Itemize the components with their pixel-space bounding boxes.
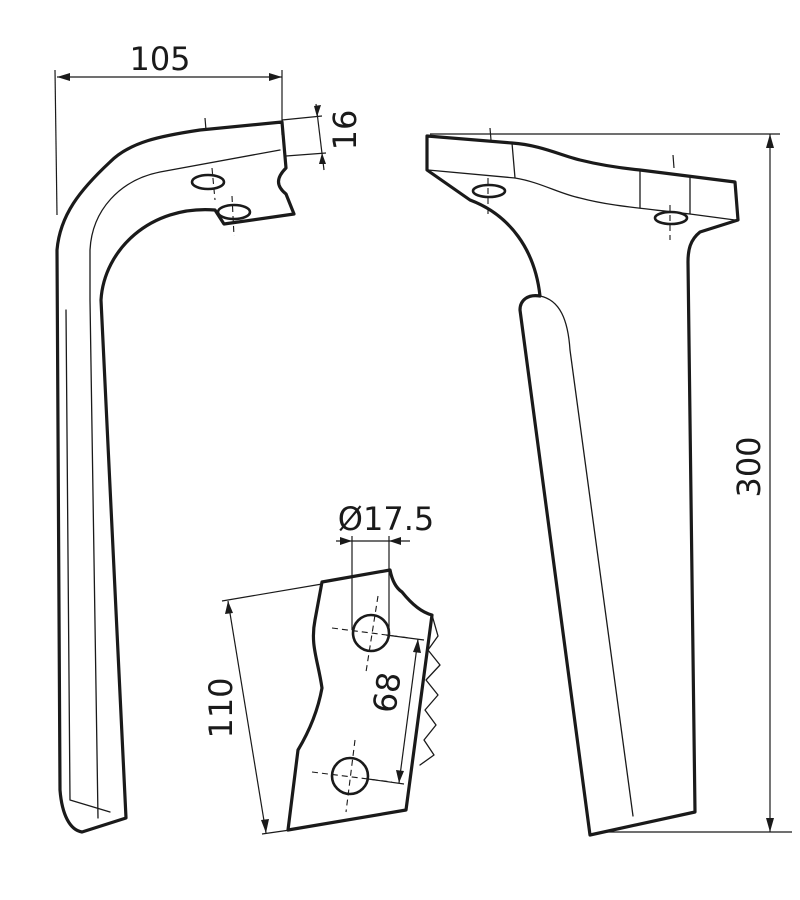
dim-thickness-arrow-bottom: [319, 153, 326, 164]
tine-front-inner-edge: [539, 295, 634, 817]
dim-height: 300: [430, 133, 792, 833]
tine-side-inner-edge: [89, 149, 281, 819]
dim-width-arrow-right: [269, 73, 282, 81]
side-hole-upper: [190, 173, 226, 191]
dim-spacing-arrow-top: [413, 639, 421, 653]
dim-height-arrow-bottom: [766, 818, 774, 832]
dim-thickness-arrow-top: [314, 105, 321, 117]
tine-side-inner-edge-2: [65, 309, 111, 813]
dim-spacing-label: 68: [365, 670, 408, 716]
tine-side-outline: [55, 120, 296, 834]
side-tick-mark: [204, 117, 207, 131]
plate-hole-bottom-center-h: [311, 771, 393, 783]
tine-front-outline: [425, 134, 740, 837]
dim-diameter-arrow-right: [389, 537, 401, 545]
dim-width-arrow-left: [57, 73, 70, 81]
tine-side-view: [55, 117, 296, 834]
dim-width: 105: [54, 40, 283, 216]
dim-thickness: 16: [281, 103, 364, 171]
dim-thickness-label: 16: [326, 110, 364, 151]
dim-diameter-arrow-left: [340, 537, 352, 545]
dim-width-ext-left: [54, 69, 58, 216]
plate-hole-top-center-v: [365, 595, 379, 673]
side-hole-lower: [216, 203, 252, 221]
dim-length-ext-top: [221, 583, 323, 602]
tine-front-top-face: [427, 169, 736, 221]
dim-hole-spacing: 68: [365, 634, 425, 785]
dim-thickness-ext-bottom: [285, 152, 327, 157]
dim-length-arrow-top: [225, 601, 233, 614]
dim-length-ext-bottom: [261, 829, 291, 835]
dim-width-label: 105: [129, 40, 190, 78]
dim-plate-length: 110: [202, 583, 323, 835]
side-hole-upper-center: [211, 167, 216, 201]
plate-detail-view: [286, 568, 441, 832]
dim-length-arrow-bottom: [261, 819, 269, 833]
dim-height-arrow-top: [766, 134, 774, 148]
front-tick-right: [672, 154, 675, 169]
dim-length-label: 110: [202, 677, 240, 738]
tine-front-view: [425, 127, 740, 837]
plate-break-line: [419, 614, 441, 766]
dim-height-label: 300: [730, 436, 768, 497]
dim-spacing-ext-bottom: [367, 778, 405, 785]
front-hole-right: [653, 210, 689, 226]
side-hole-lower-center: [231, 195, 235, 237]
tine-front-side-edge: [511, 142, 691, 215]
plate-outline: [286, 568, 434, 832]
dim-hole-diameter: Ø17.5: [336, 500, 434, 630]
plate-hole-bottom-center-v: [345, 739, 356, 813]
front-hole-left: [471, 183, 507, 199]
dim-length-line: [227, 600, 267, 834]
dim-diameter-label: Ø17.5: [338, 500, 434, 538]
dim-spacing-line: [398, 638, 419, 784]
dim-thickness-ext-top: [281, 115, 323, 121]
dim-spacing-arrow-bottom: [396, 770, 404, 783]
plate-hole-top: [351, 613, 391, 653]
plate-hole-bottom: [330, 756, 370, 796]
